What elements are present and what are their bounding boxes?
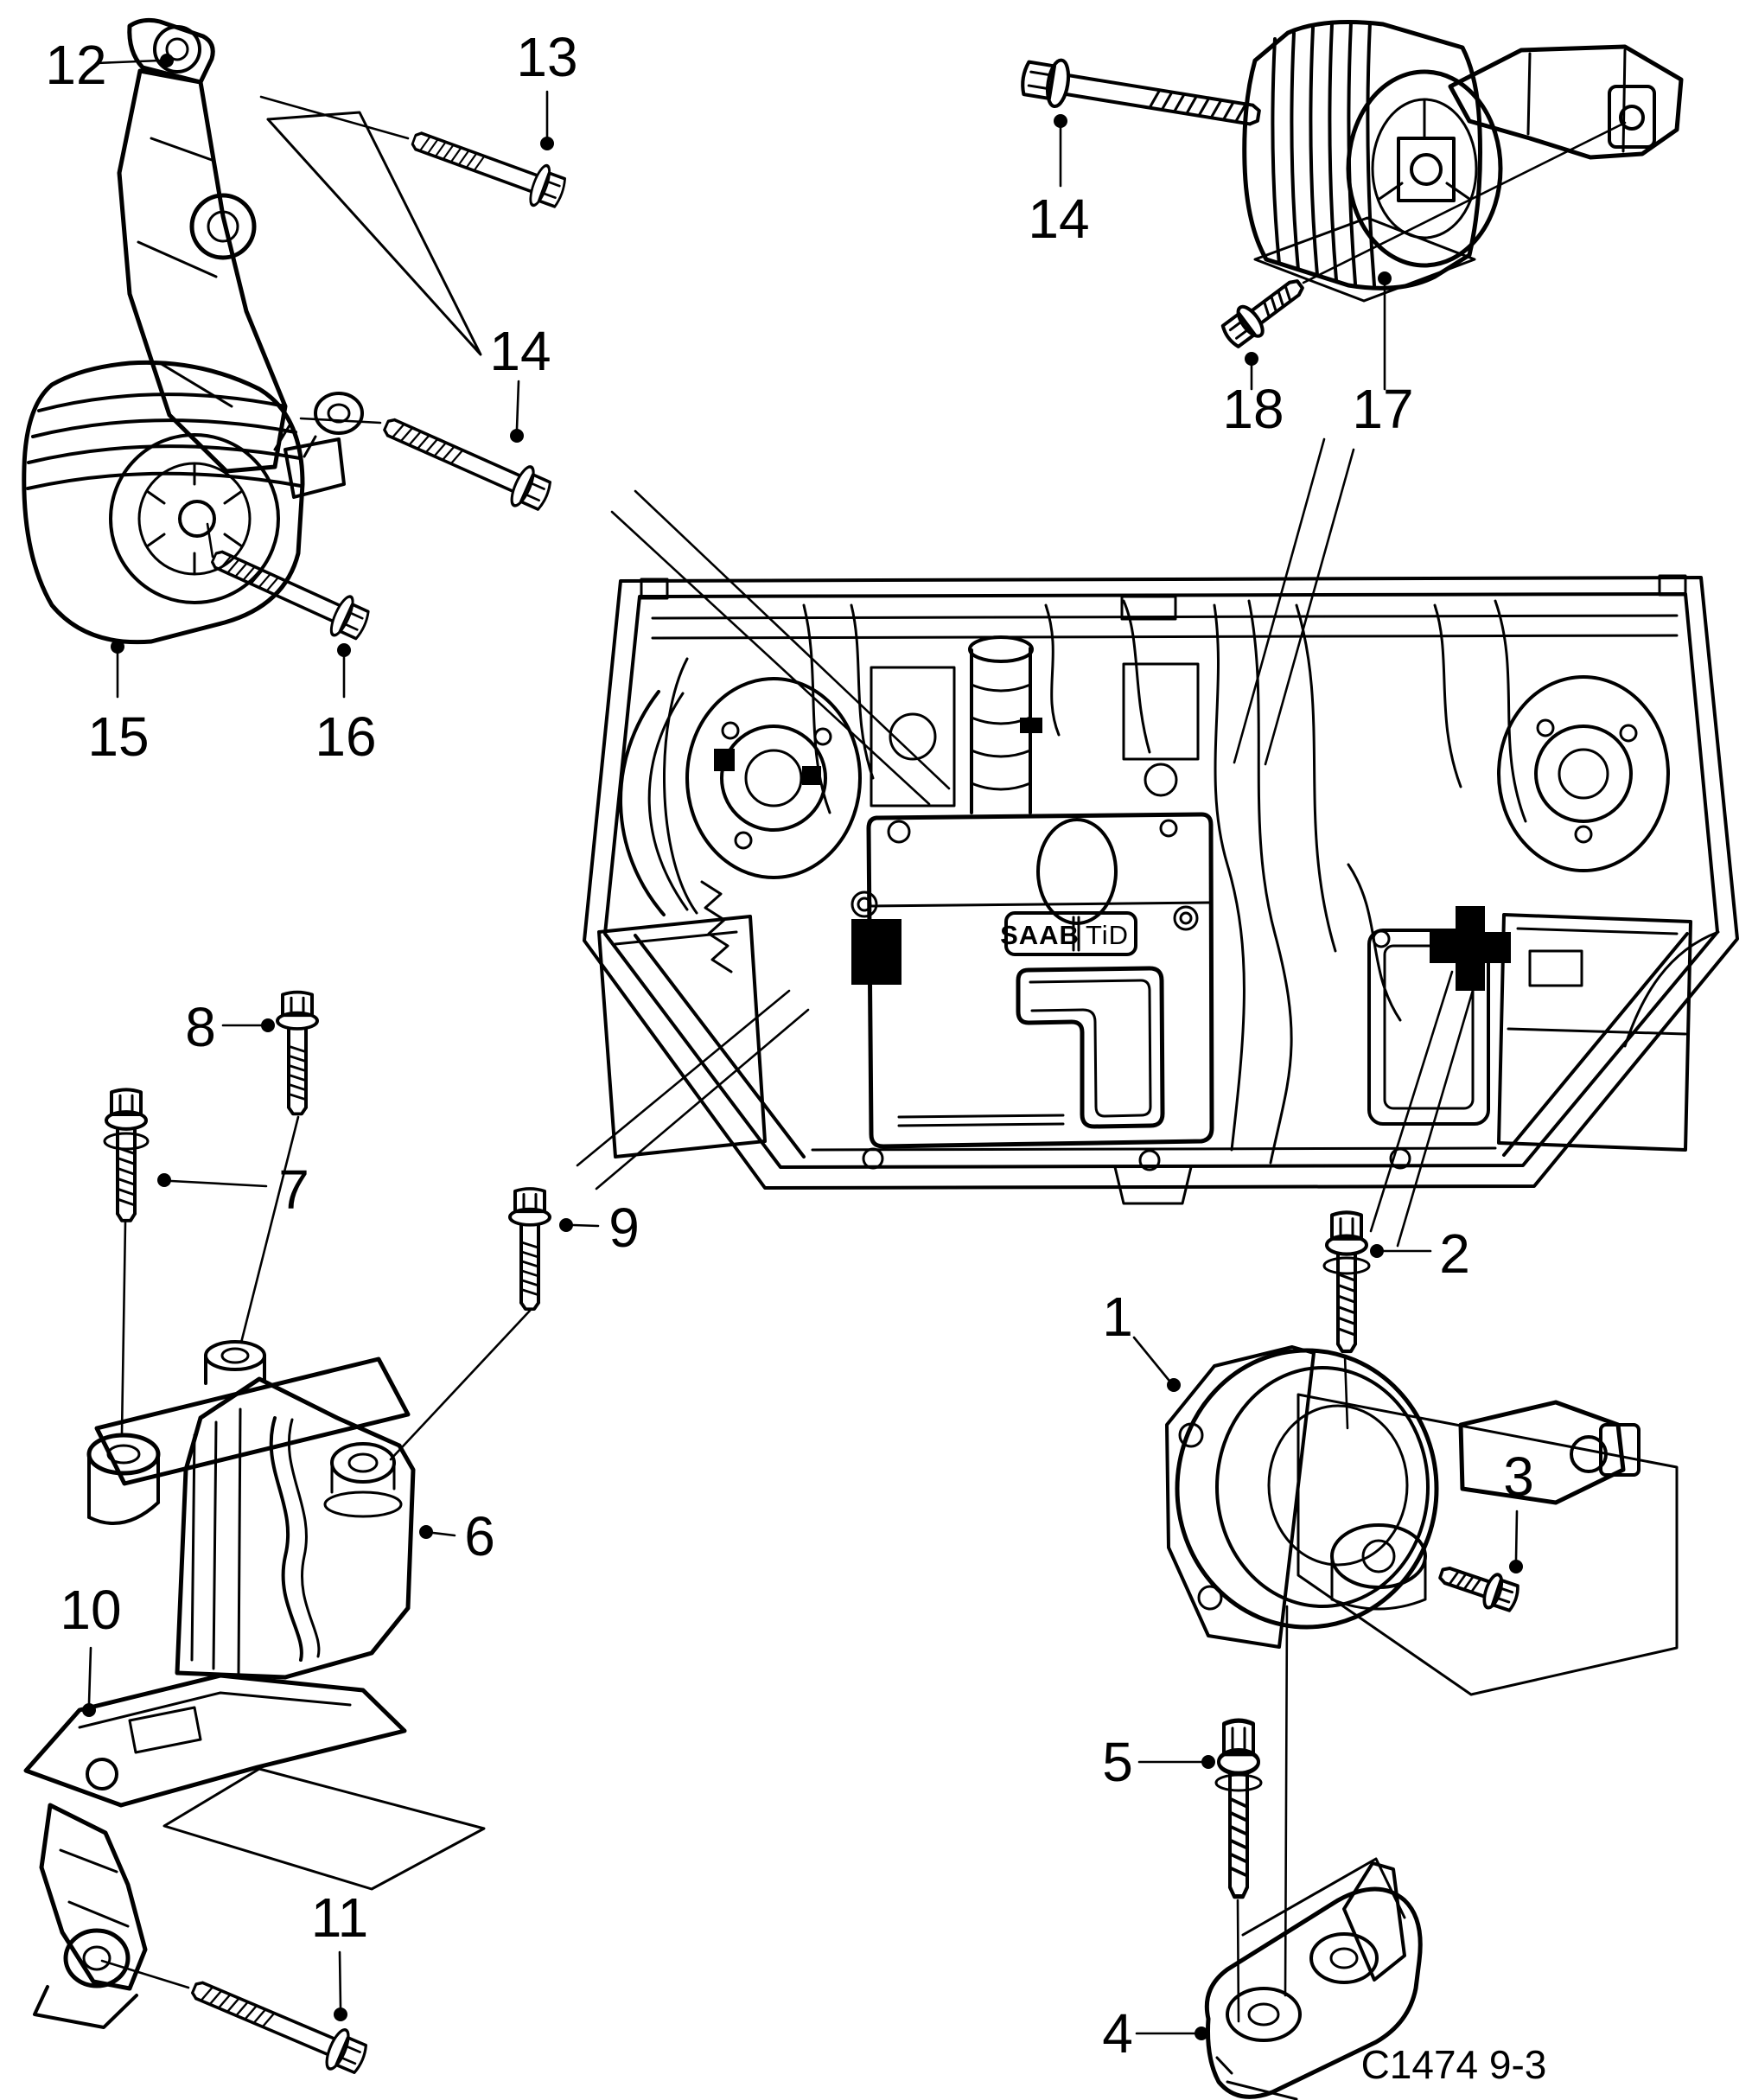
part-bolt-5 xyxy=(1214,1720,1263,2023)
part-bolt-8 xyxy=(239,990,319,1344)
badge-variant-text: TiD xyxy=(1086,920,1129,950)
callout-label: 17 xyxy=(1352,378,1413,440)
part-bolt-16 xyxy=(203,537,375,647)
callout-label: 1 xyxy=(1102,1286,1133,1348)
part-mount-17 xyxy=(1242,20,1684,303)
part-bolt-11 xyxy=(184,1967,373,2081)
drawing-code: C1474 9-3 xyxy=(1361,2042,1547,2087)
part-mount-6 xyxy=(86,1340,416,1680)
callout-13: 13 xyxy=(516,26,578,150)
callout-label: 14 xyxy=(1028,188,1089,250)
callout-label: 4 xyxy=(1102,2002,1133,2065)
callout-12: 12 xyxy=(45,34,174,96)
callout-label: 15 xyxy=(87,705,149,768)
callout-7: 7 xyxy=(157,1159,309,1221)
part-bolt-7 xyxy=(103,1088,150,1435)
callout-label: 16 xyxy=(315,705,376,768)
location-leader-lines xyxy=(576,437,1475,1248)
callout-5: 5 xyxy=(1102,1731,1215,1793)
fuse-box xyxy=(1367,929,1490,1126)
callout-2: 2 xyxy=(1370,1222,1470,1285)
callout-14-left: 14 xyxy=(489,320,551,443)
left-strut-tower xyxy=(663,657,862,915)
callout-label: 12 xyxy=(45,34,106,96)
callout-label: 6 xyxy=(464,1505,495,1567)
part-bracket-10 xyxy=(23,1673,486,2029)
callout-label: 11 xyxy=(311,1886,368,1949)
callout-18: 18 xyxy=(1222,352,1284,440)
callout-label: 13 xyxy=(516,26,577,88)
badge-brand-text: SAAB xyxy=(1000,920,1080,950)
right-strut-tower xyxy=(1497,675,1670,872)
part-bracket-4 xyxy=(1204,1857,1423,2100)
part-mount-15 xyxy=(22,360,364,645)
callout-4: 4 xyxy=(1102,2002,1208,2065)
callout-label: 9 xyxy=(608,1197,640,1259)
saab-tid-badge: SAAB TiD xyxy=(1000,911,1137,956)
callout-label: 3 xyxy=(1503,1446,1534,1508)
engine-bay-illustration: SAAB TiD xyxy=(583,574,1739,1205)
callout-11: 11 xyxy=(311,1886,368,2021)
callout-10: 10 xyxy=(60,1579,122,1717)
part-bolt-13 xyxy=(405,118,571,215)
callout-3: 3 xyxy=(1503,1446,1534,1573)
callout-15: 15 xyxy=(87,640,150,768)
subframe xyxy=(634,932,1689,1205)
callout-label: 2 xyxy=(1439,1222,1470,1285)
engine-cover: SAAB TiD xyxy=(866,812,1214,1149)
callout-label: 18 xyxy=(1222,378,1284,440)
callout-8: 8 xyxy=(185,996,275,1058)
callout-14-right: 14 xyxy=(1028,114,1090,250)
callout-label: 8 xyxy=(185,996,216,1058)
part-bracket-12 xyxy=(117,17,482,474)
air-filter-box xyxy=(597,690,767,1159)
callout-label: 5 xyxy=(1102,1731,1133,1793)
callout-label: 7 xyxy=(278,1159,309,1221)
part-bolt-18 xyxy=(1218,271,1310,352)
callout-9: 9 xyxy=(559,1197,640,1259)
callout-1: 1 xyxy=(1102,1286,1181,1392)
callout-17: 17 xyxy=(1352,271,1414,440)
callout-label: 14 xyxy=(489,320,551,382)
part-bolt-14-left xyxy=(376,405,557,518)
mount-location-markers xyxy=(714,718,1511,991)
battery-box xyxy=(1497,913,1692,1152)
part-bolt-2 xyxy=(1322,1212,1371,1351)
intake-manifold xyxy=(870,599,1200,814)
hoses-and-cables xyxy=(802,599,1720,1165)
callout-label: 10 xyxy=(60,1579,121,1641)
callout-6: 6 xyxy=(419,1505,495,1567)
callout-16: 16 xyxy=(315,643,377,768)
part-bolt-3 xyxy=(1434,1555,1524,1618)
part-bolt-9 xyxy=(389,1186,551,1461)
